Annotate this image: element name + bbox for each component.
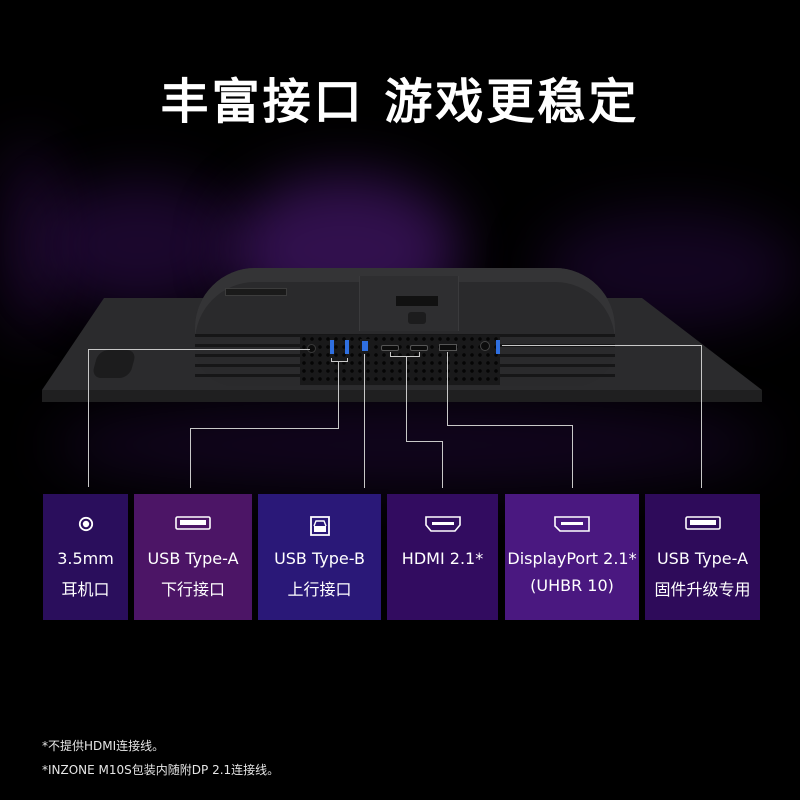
port-name: USB Type-A: [147, 549, 239, 568]
usb-b-port: [360, 339, 370, 353]
hdmi-port: [381, 345, 399, 351]
port-description: (UHBR 10): [530, 576, 614, 595]
port-name: DisplayPort 2.1*: [507, 549, 637, 568]
port-card-usb-a-firmware: USB Type-A 固件升级专用: [645, 494, 760, 620]
displayport-icon: [554, 516, 590, 532]
footnote-dp-cable: *INZONE M10S包装内随附DP 2.1连接线。: [42, 763, 280, 777]
port-card-hdmi: HDMI 2.1*: [387, 494, 498, 620]
usb-type-a-icon: [684, 516, 721, 530]
audio-jack-port: [307, 344, 316, 353]
usb-type-a-icon: [175, 516, 211, 530]
page-title: 丰富接口 游戏更稳定: [160, 74, 640, 130]
port-card-audio-jack: 3.5mm 耳机口: [43, 494, 128, 620]
port-description: 下行接口: [160, 580, 225, 599]
usb-a-port: [345, 340, 349, 354]
usb-a-port: [330, 340, 334, 354]
port-name: 3.5mm: [57, 549, 114, 568]
usb-type-b-icon: [309, 516, 330, 536]
hdmi-icon: [424, 516, 461, 532]
port-name: USB Type-B: [274, 549, 365, 568]
port-card-displayport: DisplayPort 2.1* (UHBR 10): [505, 494, 639, 620]
hdmi-port: [410, 345, 428, 351]
footnote-hdmi-cable: *不提供HDMI连接线。: [42, 739, 165, 753]
purple-smoke: [50, 400, 770, 490]
port-name: HDMI 2.1*: [401, 549, 484, 568]
port-description: 耳机口: [61, 580, 110, 599]
audio-jack-icon: [78, 516, 93, 532]
displayport-port: [439, 344, 457, 351]
port-description: 上行接口: [287, 580, 352, 599]
inzone-logo: [225, 288, 287, 296]
stand-mount-panel: [359, 276, 459, 331]
port-card-usb-a-downstream: USB Type-A 下行接口: [134, 494, 252, 620]
power-port: [480, 341, 490, 351]
port-name: USB Type-A: [656, 549, 749, 568]
port-description: 固件升级专用: [654, 580, 751, 599]
usb-a-service-port: [496, 340, 500, 354]
port-card-usb-b-upstream: USB Type-B 上行接口: [258, 494, 381, 620]
